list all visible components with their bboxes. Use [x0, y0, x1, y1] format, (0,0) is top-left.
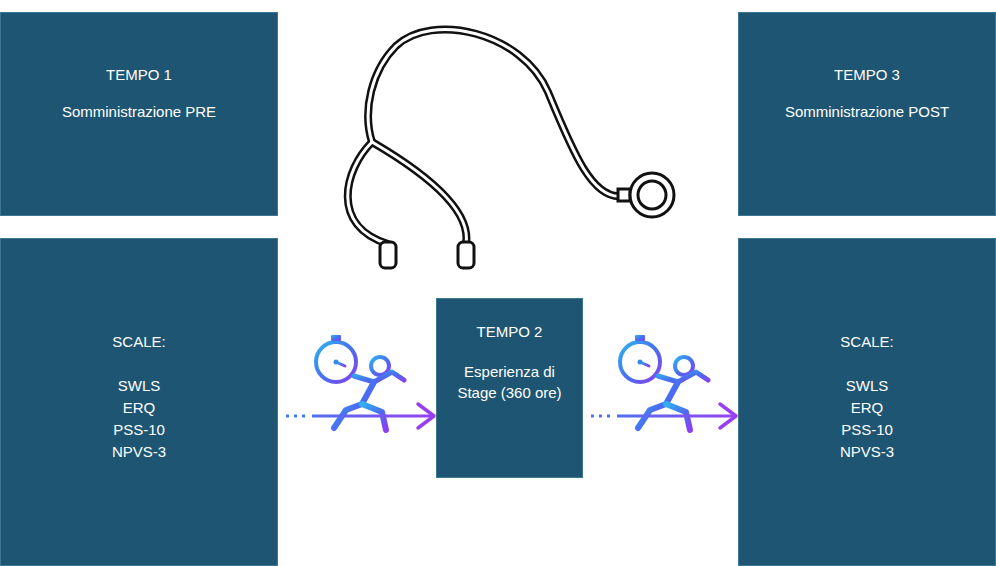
box-text: ERQ [851, 397, 884, 418]
box-text: SWLS [846, 375, 889, 396]
stage-box: TEMPO 3 Somministrazione POST [738, 12, 996, 216]
stage-box: TEMPO 2 Esperienza di Stage (360 ore) [436, 298, 583, 478]
box-text: Esperienza di Stage (360 ore) [453, 361, 566, 403]
stage-box: SCALE: SWLSERQPSS-10NPVS-3 [0, 238, 278, 566]
box-text: NPVS-3 [112, 441, 166, 462]
box-heading: SCALE: [840, 331, 893, 352]
box-text: Somministrazione POST [785, 101, 949, 122]
flow-arrow [286, 404, 434, 428]
box-text: PSS-10 [113, 419, 165, 440]
box-heading: TEMPO 3 [834, 64, 900, 85]
box-heading: TEMPO 2 [477, 321, 543, 342]
flow-arrow [591, 404, 736, 428]
box-text: Somministrazione PRE [62, 101, 216, 122]
box-text: ERQ [123, 397, 156, 418]
box-heading: TEMPO 1 [106, 64, 172, 85]
box-heading: SCALE: [112, 331, 165, 352]
box-text: SWLS [118, 375, 161, 396]
box-text: NPVS-3 [840, 441, 894, 462]
stage-box: SCALE: SWLSERQPSS-10NPVS-3 [738, 238, 996, 566]
stage-box: TEMPO 1 Somministrazione PRE [0, 12, 278, 216]
box-text: PSS-10 [841, 419, 893, 440]
stethoscope-illustration [348, 29, 674, 268]
